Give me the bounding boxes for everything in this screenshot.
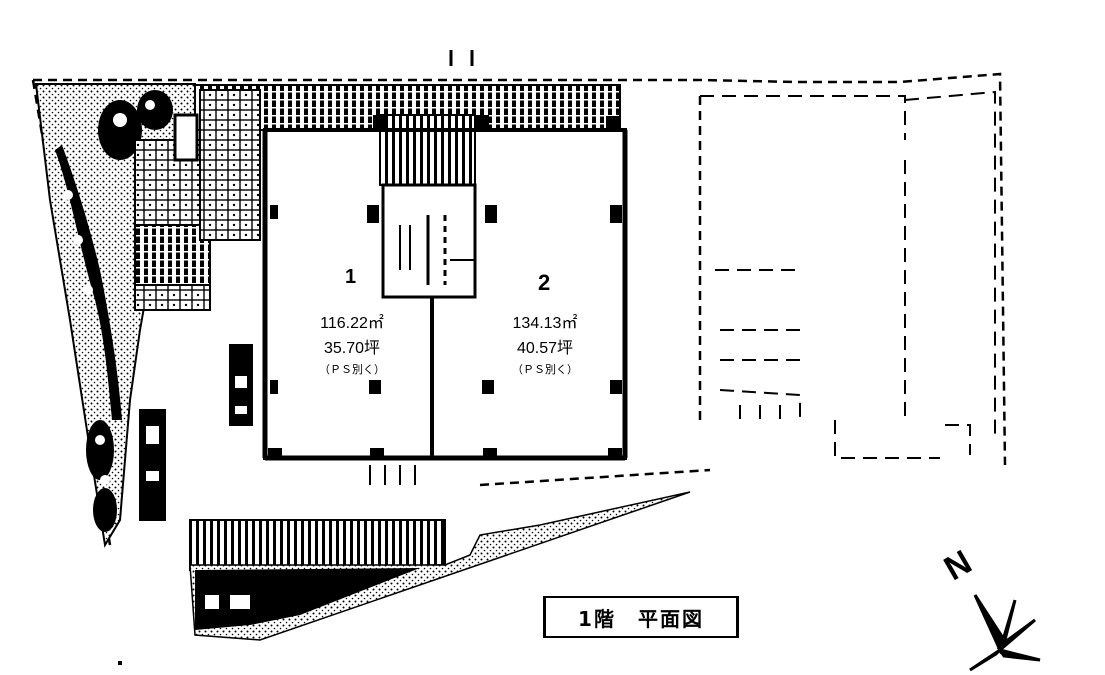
unit-1-note: （ＰＳ別く） [319, 363, 385, 376]
stair-core [381, 183, 477, 299]
unit-1-number: 1 [345, 266, 356, 288]
north-arrow-icon: N [938, 543, 1041, 672]
north-label: N [938, 543, 978, 588]
left-equipment [139, 344, 253, 521]
neighbor-building [700, 90, 996, 459]
unit-1-labels: 1 116.22㎡ 35.70坪 （ＰＳ別く） [319, 266, 385, 376]
front-hatched-area [189, 519, 446, 572]
structural-columns [268, 115, 622, 460]
unit-1-area-m2: 116.22㎡ [320, 314, 384, 332]
unit-2-labels: 2 134.13㎡ 40.57坪 （ＰＳ別く） [512, 270, 578, 376]
unit-2-area-m2: 134.13㎡ [513, 314, 578, 332]
left-planting [55, 90, 173, 532]
top-marker [449, 50, 474, 66]
unit-1-area-tsubo: 35.70坪 [324, 339, 380, 357]
unit-2-area-tsubo: 40.57坪 [517, 339, 573, 357]
floor-title: 1階 平面図 [543, 596, 739, 638]
building-walls [262, 128, 628, 461]
unit-2-number: 2 [538, 270, 550, 295]
front-dark-band [195, 568, 420, 630]
left-planting-dots [63, 100, 155, 485]
unit-2-note: （ＰＳ別く） [512, 363, 578, 376]
